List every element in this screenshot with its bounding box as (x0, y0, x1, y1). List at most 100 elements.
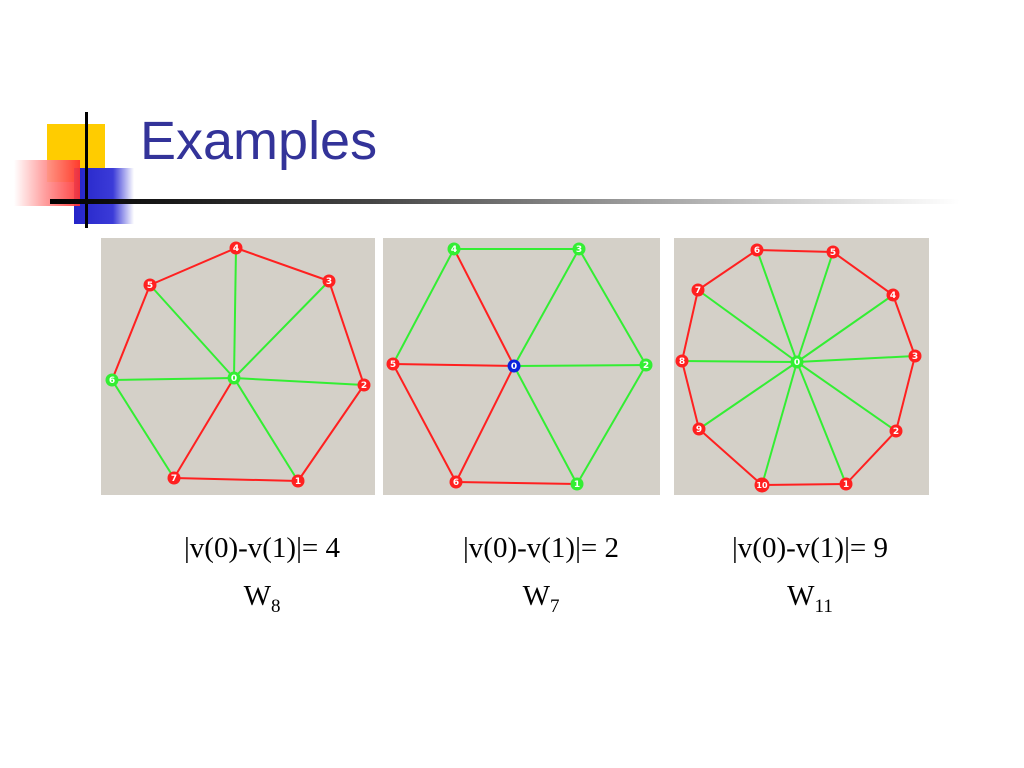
rim-edge-5-6 (392, 363, 457, 483)
caption-w8-formula: |v(0)-v(1)|= 4 (183, 532, 340, 564)
caption-w11-letter: W (787, 580, 815, 612)
vertex-2-label: 2 (893, 427, 899, 437)
rim-edge-10-1 (761, 483, 847, 486)
vertex-10: 10 (754, 477, 770, 493)
vertex-0-dot (790, 355, 804, 369)
vertex-7: 7 (167, 471, 181, 485)
vertex-3: 3 (322, 274, 336, 288)
vertex-2-dot (639, 358, 653, 372)
vertex-9-label: 9 (696, 425, 702, 435)
rim-edge-6-7 (111, 379, 175, 479)
rim-edge-7-1 (173, 477, 299, 482)
caption-w11-name: W11 (680, 580, 940, 618)
vertex-5-label: 5 (830, 248, 836, 258)
rim-edge-2-3 (578, 248, 647, 366)
vertex-0: 0 (227, 371, 241, 385)
vertex-2-dot (357, 378, 371, 392)
caption-w8-letter: W (243, 580, 271, 612)
vertex-0: 0 (790, 355, 804, 369)
vertex-7-dot (167, 471, 181, 485)
vertex-8-label: 8 (679, 357, 685, 367)
spoke-0-1 (233, 377, 299, 482)
rim-edge-7-8 (681, 289, 699, 362)
rim-edge-1-2 (297, 384, 365, 482)
vertex-9-dot (692, 422, 706, 436)
rim-edge-3-4 (892, 294, 916, 357)
rim-edge-1-2 (576, 364, 647, 485)
vertex-1-dot (839, 477, 853, 491)
vertex-10-dot (754, 477, 770, 493)
slide-title: Examples (140, 111, 378, 171)
rim-edge-8-9 (681, 360, 700, 430)
vertex-6: 6 (105, 373, 119, 387)
vertex-6-label: 6 (754, 246, 760, 256)
rim-edge-5-6 (111, 284, 151, 381)
rim-edge-9-10 (698, 428, 763, 486)
vertex-6: 6 (449, 475, 463, 489)
vertex-7-dot (691, 283, 705, 297)
vertex-6-dot (750, 243, 764, 257)
vertex-3-dot (908, 349, 922, 363)
spoke-0-4 (233, 247, 237, 379)
vertex-4-label: 4 (451, 245, 457, 255)
spoke-0-6 (111, 377, 235, 381)
vertex-0: 0 (507, 359, 521, 373)
spoke-0-7 (697, 289, 798, 363)
vertex-0-label: 0 (231, 374, 237, 384)
vertex-6: 6 (750, 243, 764, 257)
rim-edge-3-4 (235, 247, 330, 282)
spoke-0-2 (796, 361, 897, 432)
vertex-5: 5 (386, 357, 400, 371)
caption-w11-subscript: 11 (814, 595, 833, 617)
spoke-0-1 (513, 365, 578, 485)
vertex-1-label: 1 (295, 477, 301, 487)
vertex-3-dot (322, 274, 336, 288)
vertex-5-dot (386, 357, 400, 371)
spoke-0-3 (796, 355, 916, 363)
vertex-4-dot (447, 242, 461, 256)
rim-edge-2-3 (895, 355, 916, 432)
vertex-5-dot (143, 278, 157, 292)
vertex-1-label: 1 (843, 480, 849, 490)
rim-edge-6-7 (697, 249, 758, 291)
vertex-8: 8 (675, 354, 689, 368)
decor-title-underline (50, 199, 960, 204)
rim-edge-4-5 (832, 251, 894, 296)
spoke-0-5 (149, 284, 235, 379)
caption-w7-formula: |v(0)-v(1)|= 2 (462, 532, 619, 564)
vertex-4: 4 (447, 242, 461, 256)
vertex-3-dot (572, 242, 586, 256)
vertex-10-label: 10 (756, 481, 768, 490)
spoke-0-10 (761, 361, 798, 486)
rim-edge-2-3 (328, 280, 365, 386)
vertex-4-dot (229, 241, 243, 255)
spoke-0-9 (698, 361, 798, 430)
rim-edge-4-5 (149, 247, 237, 286)
vertex-8-dot (675, 354, 689, 368)
vertex-3-label: 3 (912, 352, 918, 362)
vertex-6-dot (105, 373, 119, 387)
caption-w8-name: W8 (132, 580, 392, 618)
vertex-0-label: 0 (511, 362, 517, 372)
decor-red-square (14, 160, 80, 206)
vertex-3-label: 3 (326, 277, 332, 287)
vertex-6-label: 6 (109, 376, 115, 386)
spoke-0-4 (453, 248, 515, 367)
spoke-0-5 (392, 363, 515, 367)
spoke-0-3 (513, 248, 580, 367)
vertex-2: 2 (357, 378, 371, 392)
spoke-0-7 (173, 377, 235, 479)
vertex-2-label: 2 (643, 361, 649, 371)
spoke-0-3 (233, 280, 330, 379)
rim-edge-4-5 (392, 248, 455, 365)
vertex-5-dot (826, 245, 840, 259)
vertex-1: 1 (291, 474, 305, 488)
vertex-7-label: 7 (695, 286, 701, 296)
caption-w11-formula: |v(0)-v(1)|= 9 (731, 532, 888, 564)
vertex-0-dot (227, 371, 241, 385)
vertex-5-label: 5 (147, 281, 153, 291)
vertex-5-label: 5 (390, 360, 396, 370)
